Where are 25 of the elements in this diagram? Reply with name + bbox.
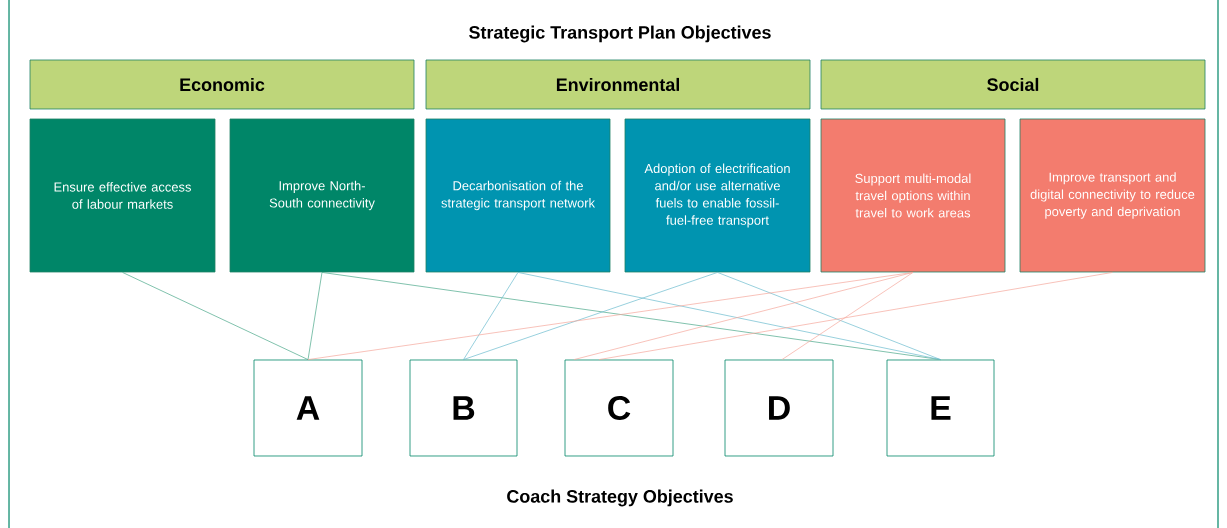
connector-line xyxy=(598,272,1113,360)
connector-line xyxy=(517,272,941,360)
title: Strategic Transport Plan Objectives xyxy=(469,25,771,43)
connector-line xyxy=(463,272,718,360)
objective-box: Ensure effective access of labour markets xyxy=(29,118,216,273)
connector-line xyxy=(122,272,309,360)
connector-line xyxy=(573,272,914,360)
caption: Coach Strategy Objectives xyxy=(507,489,733,507)
objective-box: Improve transport and digital connectivity to reduce poverty and deprivation xyxy=(1019,118,1206,273)
letter-box: A xyxy=(253,359,363,457)
header-band: Economic xyxy=(29,59,415,110)
header-band: Social xyxy=(820,59,1206,110)
connector-line xyxy=(717,272,941,360)
letter-box: E xyxy=(886,359,995,457)
objective-box: Decarbonisation of the strategic transport network xyxy=(425,118,611,273)
header-band: Environmental xyxy=(425,59,811,110)
connector-line xyxy=(463,272,519,360)
letter-box: C xyxy=(564,359,674,457)
objective-box: Improve North-South connectivity xyxy=(229,118,415,273)
letter-box: D xyxy=(724,359,834,457)
letter-box: B xyxy=(409,359,518,457)
connector-line xyxy=(307,272,323,360)
connector-line xyxy=(781,272,914,360)
objective-box: Support multi-modal travel options within travel to work areas xyxy=(820,118,1006,273)
objective-box: Adoption of electrification and/or use alternative fuels to enable fossil-fuel-free transport xyxy=(624,118,811,273)
